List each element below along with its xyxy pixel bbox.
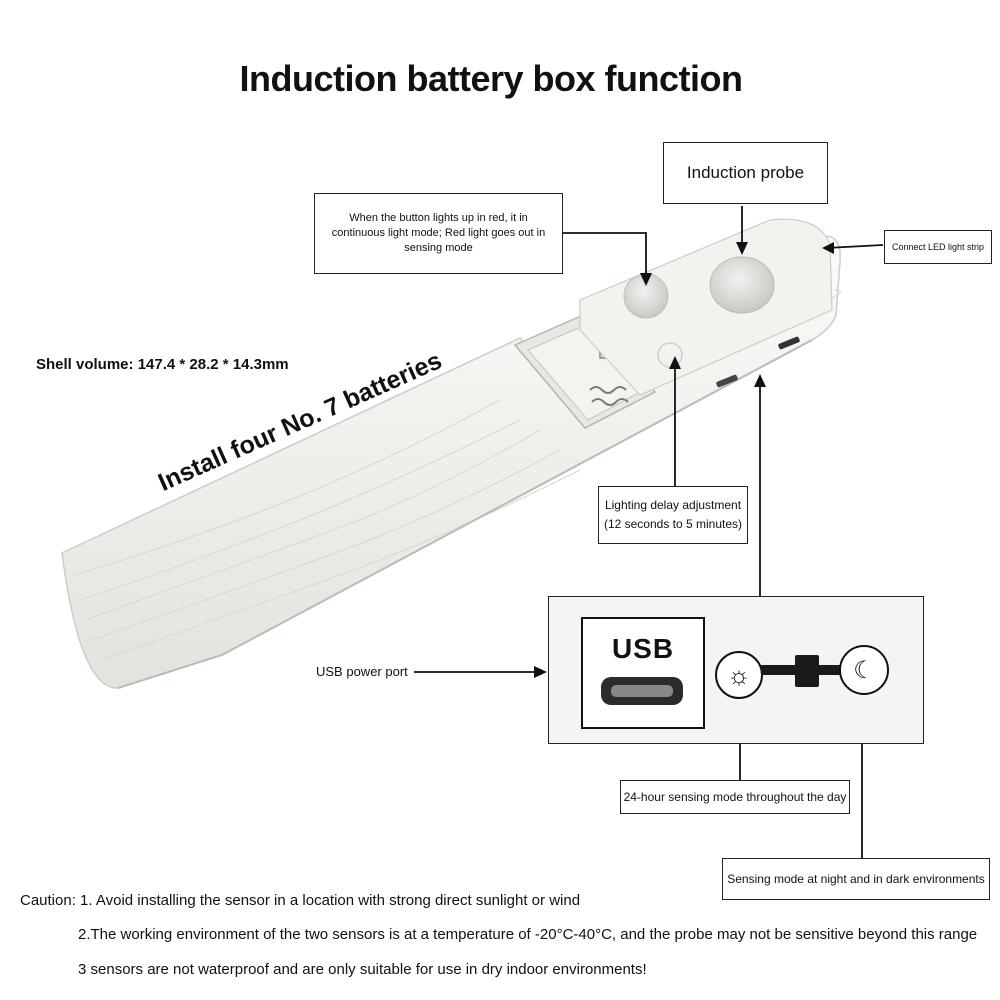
mode-switch-slider[interactable] bbox=[795, 655, 819, 687]
delay-line-1: Lighting delay adjustment bbox=[604, 497, 742, 512]
induction-probe-label: Induction probe bbox=[663, 142, 828, 204]
page-title: Induction battery box function bbox=[239, 58, 743, 99]
usb-label: USB bbox=[611, 633, 675, 664]
sun-icon: ☼ bbox=[715, 651, 763, 699]
delay-adjustment-label: Lighting delay adjustment (12 seconds to… bbox=[598, 486, 748, 544]
sensor-housing bbox=[579, 218, 833, 396]
caution-3: 3 sensors are not waterproof and are onl… bbox=[78, 961, 647, 978]
port-detail-panel: USB ☼ ☾ bbox=[548, 596, 924, 744]
mode-night-label: Sensing mode at night and in dark enviro… bbox=[722, 858, 990, 900]
moon-icon: ☾ bbox=[839, 645, 889, 695]
usb-power-port-label: USB power port bbox=[316, 664, 408, 679]
usb-port-small bbox=[716, 374, 738, 388]
caution-1: Caution: 1. Avoid installing the sensor … bbox=[20, 892, 581, 909]
usb-connector bbox=[601, 677, 683, 705]
caution-2: 2.The working environment of the two sen… bbox=[78, 926, 978, 943]
mode-switch-small[interactable] bbox=[778, 336, 801, 350]
button-mode-label: When the button lights up in red, it in … bbox=[314, 193, 563, 274]
induction-probe-lens bbox=[709, 256, 775, 314]
connect-led-label: Connect LED light strip bbox=[884, 230, 992, 264]
mode-24h-label: 24-hour sensing mode throughout the day bbox=[620, 780, 850, 814]
delay-line-2: (12 seconds to 5 minutes) bbox=[603, 517, 743, 531]
shell-volume-text: Shell volume: 147.4 * 28.2 * 14.3mm bbox=[36, 356, 289, 373]
usb-port-panel: USB bbox=[581, 617, 705, 729]
